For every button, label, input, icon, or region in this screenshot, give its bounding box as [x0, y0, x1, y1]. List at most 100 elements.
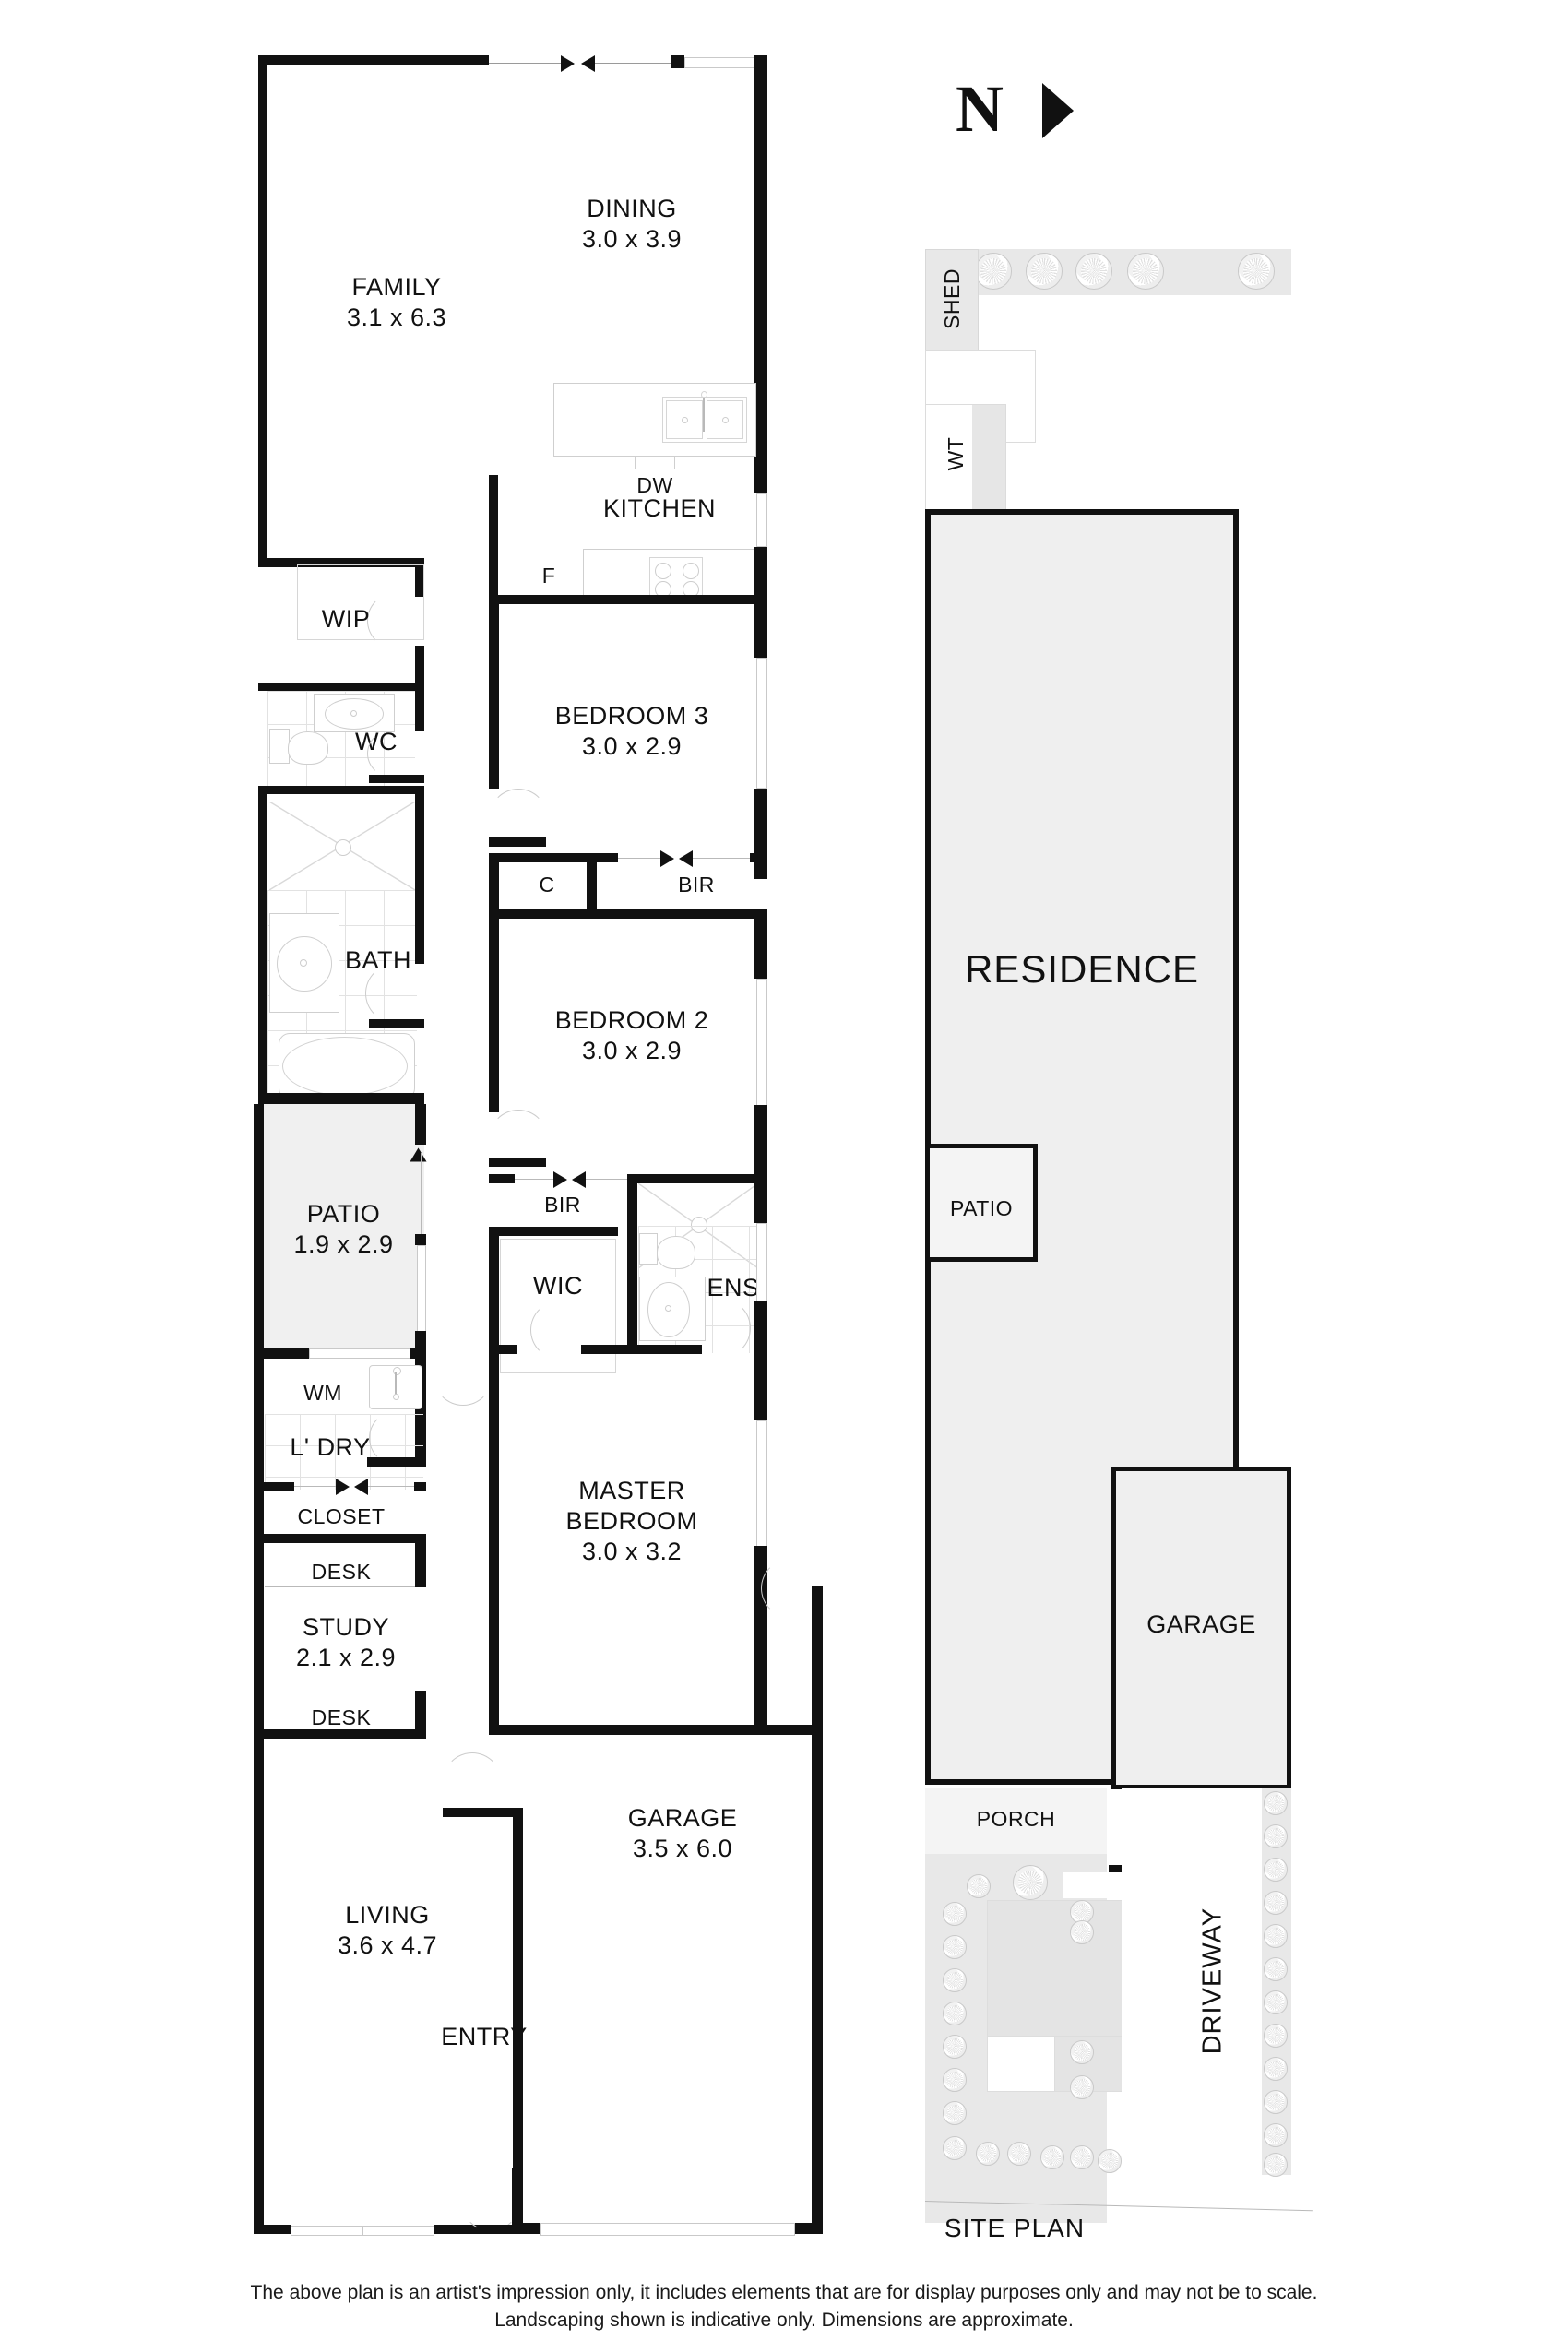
- wall-ens-right-b: [754, 1301, 767, 1354]
- room-label-garage: GARAGE: [627, 1804, 738, 1832]
- tap-icon: [701, 391, 707, 398]
- tree-icon: [1264, 1791, 1288, 1815]
- slider-track-top: [489, 63, 563, 64]
- dishwasher-outline: [635, 457, 675, 469]
- room-label-bedroom3: BEDROOM 3: [554, 702, 709, 730]
- wall-garage-right-a: [812, 1586, 823, 1734]
- bir-upper-track-b: [693, 858, 750, 859]
- label-bir-upper: BIR: [678, 873, 715, 897]
- wall-bed3-right-a: [754, 604, 767, 658]
- room-label-wic: WIC: [533, 1272, 583, 1300]
- window-master: [756, 1420, 767, 1550]
- door-swing-garage-side: [761, 1559, 820, 1618]
- shower-bath-drain: [335, 839, 351, 856]
- room-dim-living: 3.6 x 4.7: [337, 1931, 438, 1959]
- site-label-patio-fg: PATIO: [949, 1196, 1014, 1220]
- site-residence-footprint: [925, 509, 1239, 1109]
- garage-door: [540, 2223, 795, 2236]
- tree-icon: [1070, 2075, 1094, 2099]
- slider-arrow-right-top: [561, 55, 575, 72]
- door-swing-bath: [365, 964, 424, 1023]
- bir-upper-arrow-left: [679, 850, 693, 867]
- north-arrow-icon: [1042, 83, 1074, 138]
- wall-wc-right-a: [415, 691, 424, 731]
- tree-icon: [943, 2101, 967, 2125]
- door-swing-ldry: [369, 1411, 422, 1465]
- tree-icon: [943, 2035, 967, 2059]
- tree-icon: [976, 2142, 1000, 2166]
- north-label: N: [956, 72, 1004, 146]
- wall-garage-right: [812, 1734, 823, 2232]
- bir-lower-arrow-right: [553, 1171, 567, 1188]
- wall-bir-lower-bottom: [489, 1227, 618, 1236]
- wall-closet-top-a: [254, 1482, 294, 1491]
- tree-icon: [1264, 1924, 1288, 1948]
- wall-master-bottom: [489, 1725, 821, 1735]
- tree-icon: [1264, 1891, 1288, 1915]
- room-label-dining: DINING: [587, 195, 677, 222]
- room-label-study: STUDY: [302, 1613, 389, 1641]
- label-desk-bottom: DESK: [311, 1705, 372, 1729]
- tree-icon: [1007, 2142, 1031, 2166]
- label-fridge: F: [541, 564, 556, 588]
- room-label-entry: ENTRY: [441, 2023, 528, 2050]
- wall-c-divider: [587, 862, 597, 916]
- patio-slider-track: [421, 1153, 422, 1236]
- sink-drain-right: [722, 417, 729, 423]
- door-swing-wic: [530, 1301, 589, 1360]
- wall-bath-doorjamb: [369, 1019, 424, 1028]
- front-entry-gap: [1063, 1872, 1125, 1898]
- tree-icon: [967, 1874, 991, 1898]
- tree-icon: [1040, 2145, 1064, 2169]
- patio-slider-arrow-up: [410, 1147, 427, 1162]
- room-dim-study: 2.1 x 2.9: [295, 1644, 397, 1671]
- wall-c-top: [489, 853, 618, 862]
- room-dim-dining: 3.0 x 3.9: [581, 225, 683, 253]
- tree-icon: [1264, 2090, 1288, 2114]
- tree-icon: [1070, 1900, 1094, 1924]
- wall-bed2-left: [489, 919, 499, 1112]
- sink-drain-left: [682, 417, 688, 423]
- disclaimer-line-1: The above plan is an artist's impression…: [250, 2282, 1318, 2303]
- door-swing-ens: [692, 1299, 751, 1358]
- label-water-tank: WT: [943, 436, 968, 471]
- window-living-bottom-1: [291, 2226, 362, 2236]
- room-dim-garage: 3.5 x 6.0: [632, 1835, 733, 1862]
- tree-icon: [975, 253, 1012, 290]
- wall-bir-lower-right: [627, 1174, 767, 1183]
- tree-icon: [1070, 2040, 1094, 2064]
- wall-kitchen-bottom: [489, 595, 766, 604]
- window-bed3: [756, 658, 767, 789]
- tree-icon: [943, 1902, 967, 1926]
- door-swing-wip: [367, 593, 422, 648]
- room-label-master-line1: MASTER: [578, 1477, 685, 1504]
- site-garage-block: [1111, 1467, 1291, 1789]
- room-dim-patio: 1.9 x 2.9: [293, 1230, 394, 1258]
- label-closet: CLOSET: [297, 1504, 386, 1528]
- room-label-ens: ENS: [707, 1274, 760, 1301]
- wall-bed2-right-a: [754, 919, 767, 979]
- tree-icon: [1264, 2024, 1288, 2048]
- tree-icon: [1070, 1920, 1094, 1944]
- water-tank-shape: [972, 405, 1005, 510]
- wc-basin-drain: [350, 710, 357, 717]
- shed-block: [925, 249, 979, 350]
- bir-lower-arrow-left: [572, 1171, 586, 1188]
- tree-icon: [943, 2002, 967, 2025]
- bir-lower-track-a: [515, 1179, 555, 1180]
- wall-wip-top: [258, 558, 424, 567]
- wall-wc-doorjamb: [369, 775, 424, 783]
- door-swing-wc: [367, 729, 422, 778]
- site-porch-block: [925, 1788, 1107, 1854]
- wall-bir-upper-right: [750, 853, 767, 862]
- wall-living-garage: [513, 1817, 523, 2234]
- wall-nib-top-a: [671, 55, 684, 68]
- room-dim-bedroom3: 3.0 x 2.9: [581, 732, 683, 760]
- tree-icon: [1127, 253, 1164, 290]
- wall-right-kitchen-b: [754, 547, 767, 604]
- room-label-bedroom2: BEDROOM 2: [554, 1006, 709, 1034]
- window-ldry: [309, 1348, 410, 1359]
- wall-left-lower: [254, 1348, 264, 2234]
- patio-slider-nib: [415, 1234, 426, 1245]
- room-label-family: FAMILY: [351, 273, 442, 301]
